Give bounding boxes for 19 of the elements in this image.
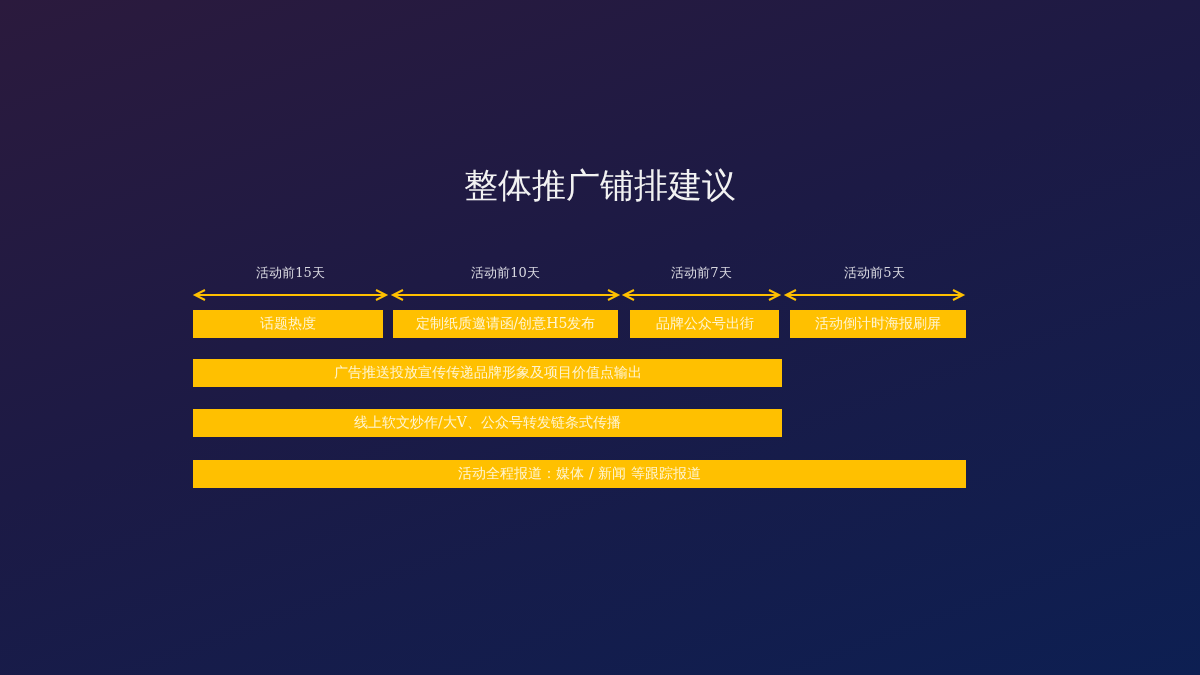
- bar-label: 品牌公众号出街: [655, 315, 754, 333]
- period-label: 活动前5天: [843, 264, 906, 282]
- bar-label: 话题热度: [260, 315, 316, 333]
- bar-label: 定制纸质邀请函/创意H5发布: [415, 315, 596, 333]
- timeline-bar: [193, 310, 383, 338]
- timeline-bar: [193, 460, 966, 488]
- bar-label: 活动倒计时海报刷屏: [815, 315, 941, 333]
- period-label: 活动前7天: [670, 264, 733, 282]
- title: 整体推广铺排建议: [463, 164, 737, 207]
- period-label: 活动前15天: [255, 264, 326, 282]
- timeline-bar: [790, 310, 966, 338]
- bar-label: 广告推送投放宣传传递品牌形象及项目价值点输出: [333, 364, 642, 382]
- timeline-bar: [630, 310, 779, 338]
- period-label: 活动前10天: [470, 264, 541, 282]
- timeline-bar: [193, 409, 782, 437]
- bar-label: 活动全程报道：媒体 / 新闻 等跟踪报道: [458, 465, 701, 483]
- timeline-bar: [393, 310, 618, 338]
- bar-label: 线上软文炒作/大V、公众号转发链条式传播: [354, 414, 621, 432]
- timeline-bar: [193, 359, 782, 387]
